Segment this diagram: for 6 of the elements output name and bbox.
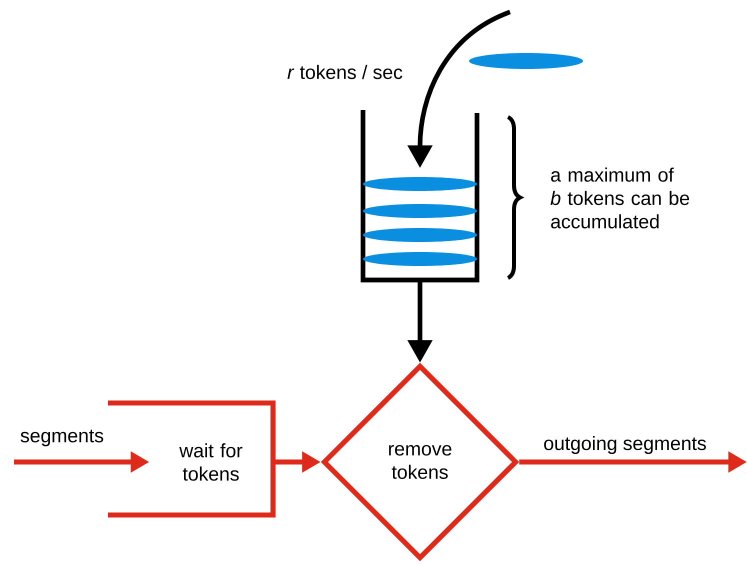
edge-label: r tokens / sec: [288, 64, 402, 80]
note-text: a maximum of b tokens can be accumulated: [550, 168, 690, 228]
bucket-drawing: [360, 110, 480, 282]
edge-label: outgoing segments: [544, 436, 706, 454]
bracket-box: wait for tokens: [108, 400, 276, 518]
edge-label: segments: [20, 430, 104, 446]
